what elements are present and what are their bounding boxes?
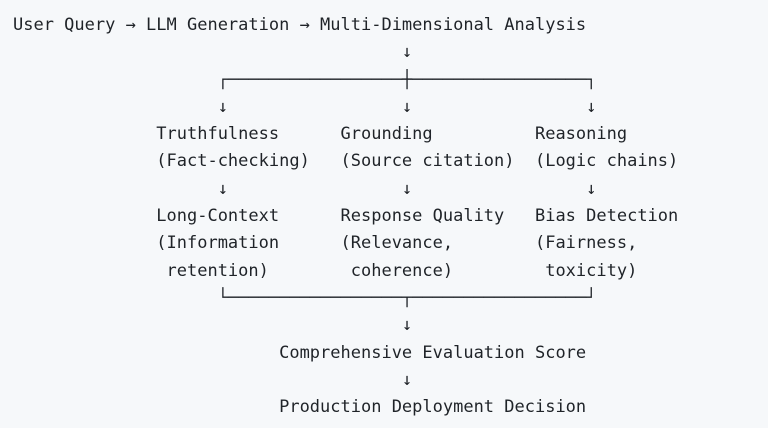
stage2-details-line-1: (Information (Relevance, (Fairness,	[13, 233, 638, 254]
stage1-details-line: (Fact-checking) (Source citation) (Logic…	[13, 151, 679, 172]
branch-merge-line: └─────────────────┬─────────────────┘	[13, 287, 597, 308]
down-arrow-line: ↓	[13, 315, 413, 336]
stage1-labels-line: Truthfulness Grounding Reasoning	[13, 124, 628, 145]
pipeline-header-line: User Query → LLM Generation → Multi-Dime…	[13, 15, 587, 35]
branch-arrows-line: ↓ ↓ ↓	[13, 96, 597, 117]
stage2-labels-line: Long-Context Response Quality Bias Detec…	[13, 206, 679, 227]
evaluation-score-line: Comprehensive Evaluation Score	[13, 342, 587, 363]
stage2-details-line-2: retention) coherence) toxicity)	[13, 260, 638, 281]
down-arrow-line: ↓	[13, 369, 413, 390]
deployment-decision-line: Production Deployment Decision	[13, 397, 587, 418]
branch-split-line: ┌─────────────────┼─────────────────┐	[13, 69, 597, 90]
down-arrow-line: ↓	[13, 42, 413, 63]
stage2-arrows-line: ↓ ↓ ↓	[13, 178, 597, 199]
